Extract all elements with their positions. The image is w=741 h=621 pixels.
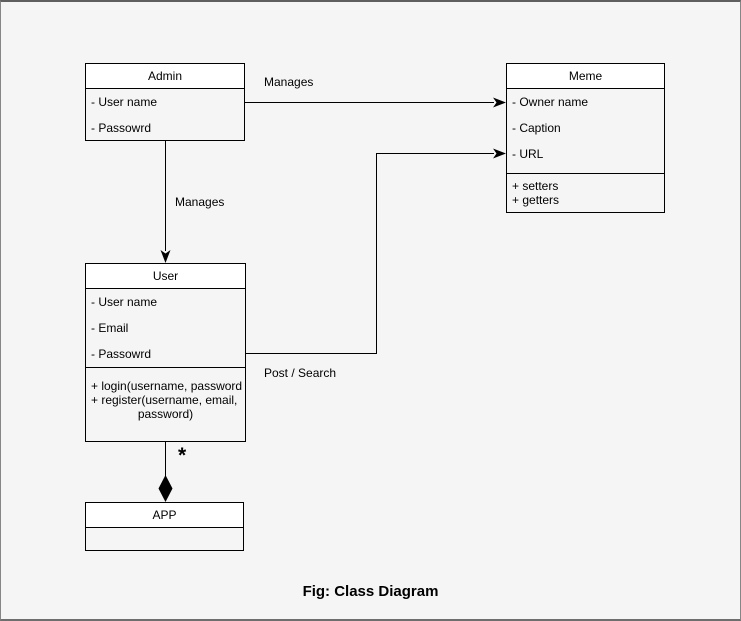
attribute: - Caption: [512, 121, 561, 135]
edge-label-post-search: Post / Search: [264, 366, 337, 380]
method: + login(username, password: [91, 379, 243, 393]
class-user-title: User: [86, 264, 245, 289]
class-user-attributes: - User name - Email - Passowrd: [86, 289, 245, 367]
class-admin: Admin - User name - Passowrd: [85, 63, 245, 141]
attribute: - Passowrd: [91, 121, 152, 135]
arrowhead-icon: [493, 148, 506, 159]
class-meme-title: Meme: [507, 64, 664, 89]
class-meme-methods: + setters + getters: [507, 173, 664, 210]
method: + getters: [512, 193, 560, 207]
class-admin-attributes: - User name - Passowrd: [86, 89, 244, 139]
edge-label-manages-admin-user: Manages: [175, 195, 225, 209]
class-user: User - User name - Email - Passowrd + lo…: [85, 263, 246, 442]
attribute: - User name: [91, 295, 158, 309]
attribute: - Email: [91, 321, 129, 335]
attribute: - Owner name: [512, 95, 589, 109]
attribute: - User name: [91, 95, 158, 109]
edge-user-meme: [246, 153, 494, 354]
attribute: - URL: [512, 147, 544, 161]
method: + register(username, email,: [91, 393, 238, 407]
arrowhead-icon: [160, 250, 171, 263]
arrowhead-icon: [493, 97, 506, 108]
edge-label-manages-admin-meme: Manages: [264, 75, 314, 89]
class-app-body: [86, 528, 243, 549]
method-wrap: password): [137, 407, 194, 421]
multiplicity-star: *: [178, 444, 187, 467]
class-app: APP: [85, 502, 244, 551]
composition-diamond-icon: [158, 475, 173, 502]
method: + setters: [512, 179, 559, 193]
class-user-methods: + login(username, password + register(us…: [86, 367, 245, 439]
attribute: - Passowrd: [91, 347, 152, 361]
class-meme-attributes: - Owner name - Caption - URL: [507, 89, 664, 173]
class-app-title: APP: [86, 503, 243, 528]
figure-caption: Fig: Class Diagram: [302, 583, 439, 600]
class-meme: Meme - Owner name - Caption - URL + sett…: [506, 63, 665, 213]
class-admin-title: Admin: [86, 64, 244, 89]
